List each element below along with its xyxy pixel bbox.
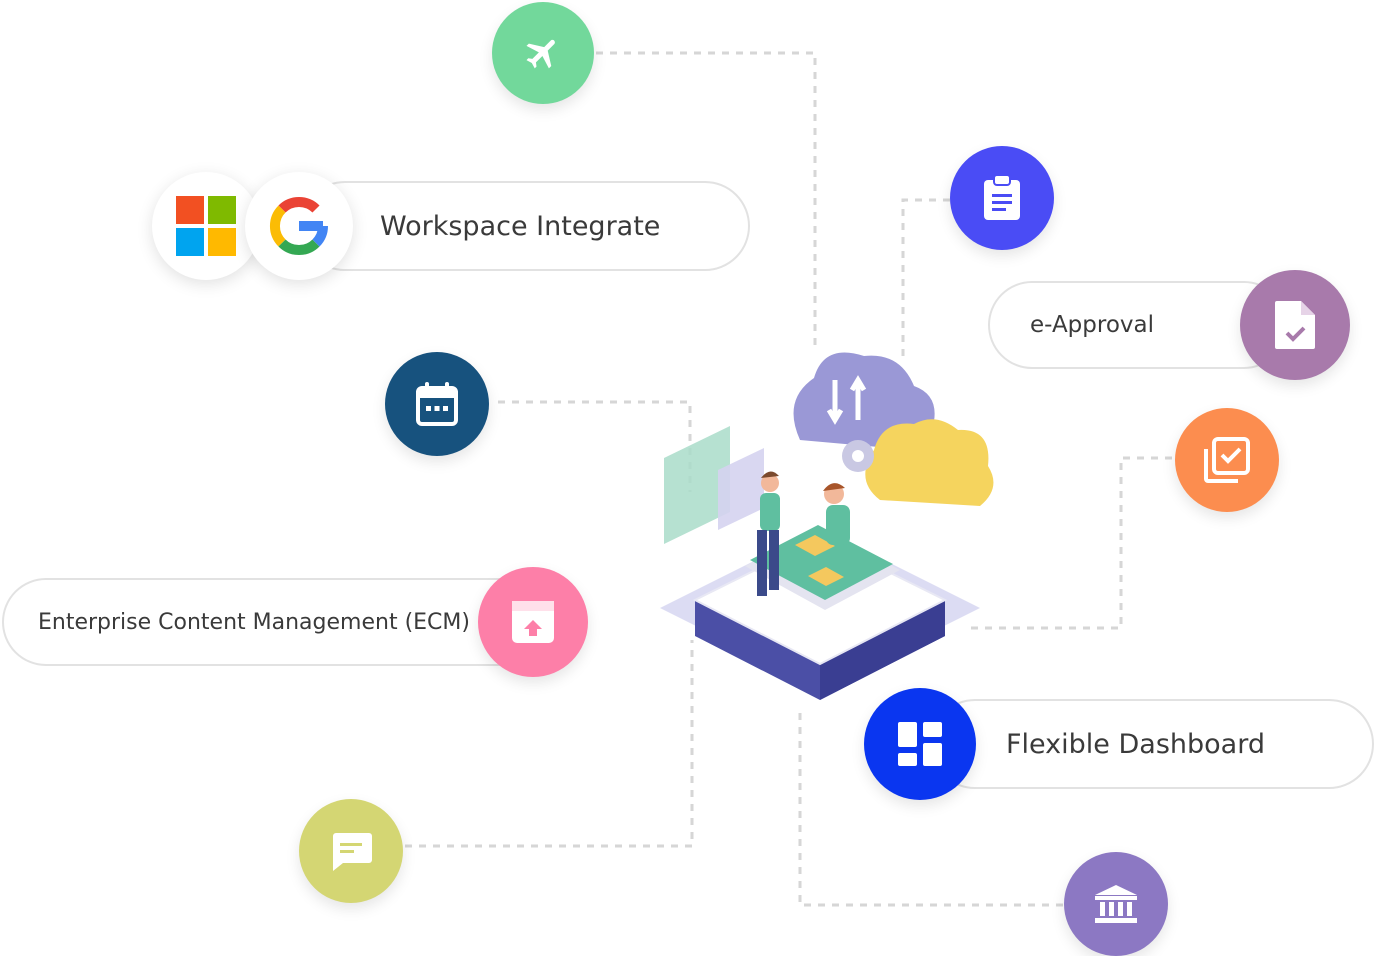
e-approval-pill[interactable]: e-Approval — [988, 281, 1288, 369]
chat-icon — [299, 799, 403, 903]
archive-upload-icon — [478, 567, 588, 677]
flexible-dashboard-pill[interactable]: Flexible Dashboard — [930, 699, 1374, 789]
workspace-integrate-pill[interactable]: Workspace Integrate — [300, 181, 750, 271]
workspace-integrate-label: Workspace Integrate — [380, 210, 661, 242]
airplane-icon — [492, 2, 594, 104]
calendar-icon — [385, 352, 489, 456]
bank-icon — [1064, 852, 1168, 956]
connector-bank — [798, 712, 1063, 907]
google-g-icon — [269, 196, 329, 256]
flexible-dashboard-label: Flexible Dashboard — [1006, 728, 1265, 760]
task-check-icon — [1175, 408, 1279, 512]
central-illustration — [660, 352, 994, 700]
connector-chat — [405, 640, 694, 848]
dashboard-grid-icon — [864, 688, 976, 800]
ecm-pill[interactable]: Enterprise Content Management (ECM) — [2, 578, 542, 666]
connector-task — [965, 456, 1172, 630]
connector-clipboard — [901, 198, 950, 360]
document-check-icon — [1240, 270, 1350, 380]
microsoft-icon — [176, 196, 236, 256]
connector-calendar — [498, 400, 692, 492]
connector-airplane — [596, 51, 817, 350]
ecm-label: Enterprise Content Management (ECM) — [38, 609, 470, 635]
e-approval-label: e-Approval — [1030, 312, 1154, 338]
microsoft-logo — [152, 172, 260, 280]
clipboard-icon — [950, 146, 1054, 250]
google-logo — [245, 172, 353, 280]
